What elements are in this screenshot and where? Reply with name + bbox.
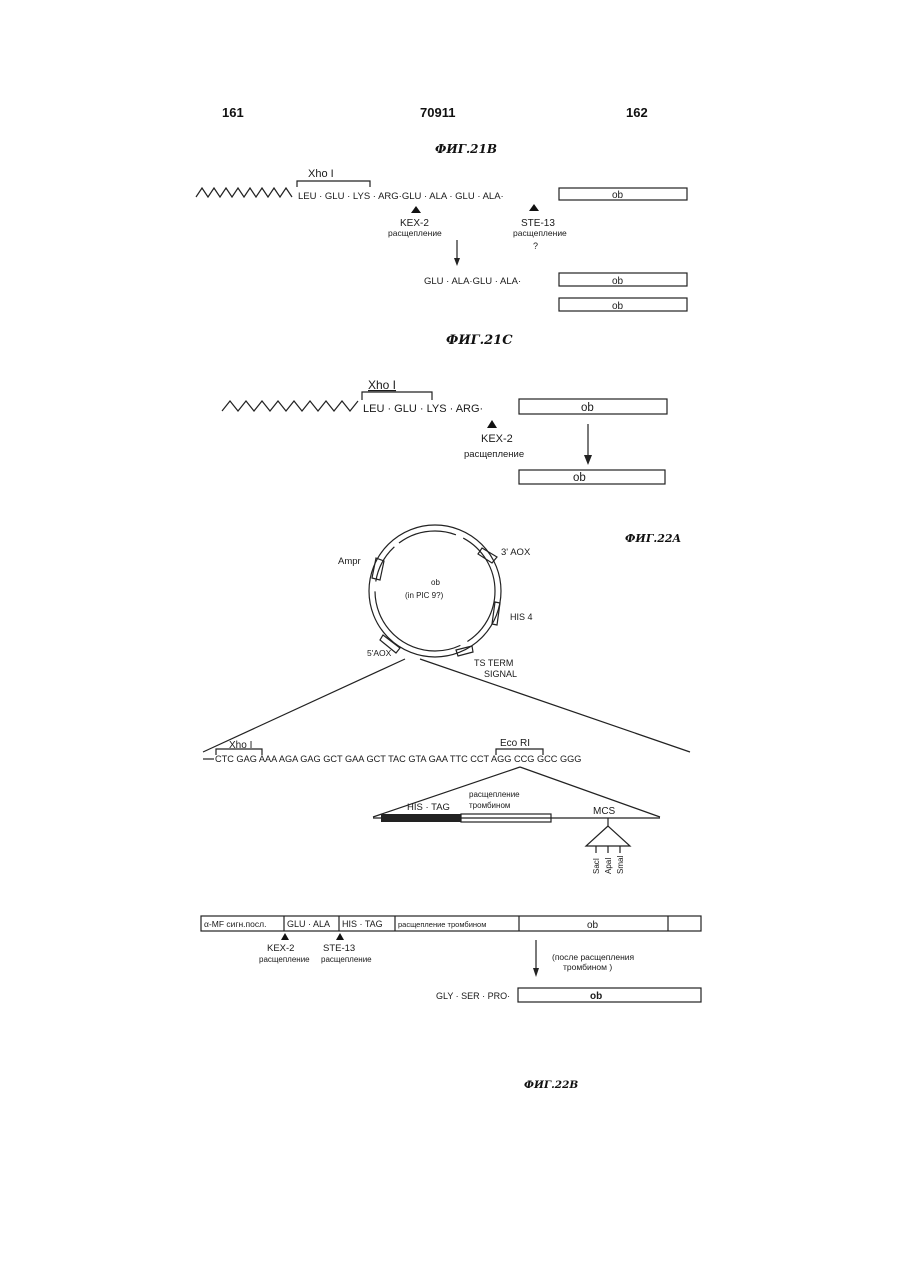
site-apai: ApaI: [604, 858, 613, 874]
fig22a-xho-label: Xho I: [229, 740, 252, 751]
aox3-label: 3' AOX: [501, 547, 531, 558]
fig21c-title: ФИГ.21C: [446, 333, 513, 348]
product-ob-label: ob: [590, 991, 602, 1002]
fig21c-signal-zigzag: [222, 401, 358, 411]
amp-label: Ampr: [338, 556, 361, 567]
fig21c-mature-ob-box: [519, 470, 665, 484]
mcs-label: MCS: [593, 806, 616, 817]
his-tag-label: HIS · TAG: [407, 802, 450, 813]
fig22b-arrow-head: [533, 968, 539, 977]
thrombin-label-line2: тромбином: [469, 801, 510, 810]
expansion-line-left: [203, 659, 405, 752]
mcs-triangle: [586, 826, 630, 846]
fig21b-signal-zigzag: [196, 188, 292, 197]
fig22b-ste13-label: STE-13: [323, 943, 355, 954]
insert-line-right: [520, 767, 660, 817]
his-tag-block: [381, 814, 461, 822]
thrombin-label-line1: расщепление: [469, 790, 520, 799]
segment-ob: ob: [587, 920, 599, 931]
fig21c-mature-ob-label: ob: [573, 472, 586, 484]
fig21b-title: ФИГ.21B: [435, 142, 497, 156]
fig21c-kex2-cleavage: расщепление: [464, 449, 524, 460]
fig21b-kex2-marker: [411, 206, 421, 213]
page-number-left: 161: [222, 105, 244, 120]
segment-his-tag: HIS · TAG: [342, 919, 383, 929]
fig21b-kex2-cleavage: расщепление: [388, 228, 442, 238]
segment-thrombin: расщепление тромбином: [398, 920, 486, 929]
product-sequence: GLY · SER · PRO·: [436, 991, 510, 1001]
fig21c-sequence: LEU · GLU · LYS · ARG·: [363, 403, 483, 415]
patent-number: 70911: [420, 105, 455, 120]
fig22a-eco-label: Eco RI: [500, 738, 530, 749]
site-smai: SmaI: [616, 855, 625, 874]
fig21b-ob-label: ob: [612, 190, 624, 201]
fig22b-kex2-cleavage: расщепление: [259, 955, 310, 964]
plasmid-vector-label: (in PIC 9?): [405, 591, 444, 600]
fig21b-product-sequence: GLU · ALA·GLU · ALA·: [424, 276, 521, 287]
fig21b-sequence: LEU · GLU · LYS · ARG·GLU · ALA · GLU · …: [298, 191, 504, 202]
fig21c-xho-bracket: [362, 392, 432, 400]
fig21b-arrow-head: [454, 258, 460, 266]
fig21c-kex2-label: KEX-2: [481, 433, 513, 445]
after-cleavage-line1: (после расщепления: [552, 952, 635, 962]
site-saci: SacI: [592, 858, 601, 874]
fig21c-kex2-marker: [487, 420, 497, 428]
fig21b-xho-label: Xho I: [308, 168, 334, 180]
fig22b-kex2-label: KEX-2: [267, 943, 294, 954]
product-ob-box: [518, 988, 701, 1002]
fig22b-ste13-cleavage: расщепление: [321, 955, 372, 964]
fig21b-mature-ob-label: ob: [612, 301, 624, 312]
fig22b-title: ФИГ.22B: [524, 1079, 578, 1091]
fig21b-product-ob-label: ob: [612, 276, 624, 287]
fig21b-question: ?: [533, 241, 538, 251]
plasmid-insert-label: ob: [431, 578, 440, 587]
fig22b-ste13-marker: [336, 933, 344, 940]
segment-glu-ala: GLU · ALA: [287, 919, 330, 929]
page-number-right: 162: [626, 105, 648, 120]
expansion-line-right: [420, 659, 690, 752]
dna-sequence: CTC GAG AAA AGA GAG GCT GAA GCT TAC GTA …: [215, 754, 581, 764]
his4-label: HIS 4: [510, 612, 533, 622]
fig21b-ste13-cleavage: расщепление: [513, 228, 567, 238]
fig21c-arrow-head: [584, 455, 592, 465]
segment-signal: α-MF сигн.посл.: [204, 919, 266, 929]
fig21c-ob-label: ob: [581, 402, 594, 414]
ts-term-marker: [456, 646, 473, 656]
fig21c-xho-label: Xho I: [368, 378, 396, 392]
signal-label: SIGNAL: [484, 669, 517, 679]
fig22a-title: ФИГ.22A: [625, 532, 682, 545]
fig21b-ste13-marker: [529, 204, 539, 211]
fig21b-xho-bracket: [297, 181, 370, 187]
aox5-label: 5'AOX: [367, 648, 392, 658]
ts-term-label: TS TERM: [474, 658, 513, 668]
after-cleavage-line2: тромбином ): [563, 962, 612, 972]
fig22b-kex2-marker: [281, 933, 289, 940]
